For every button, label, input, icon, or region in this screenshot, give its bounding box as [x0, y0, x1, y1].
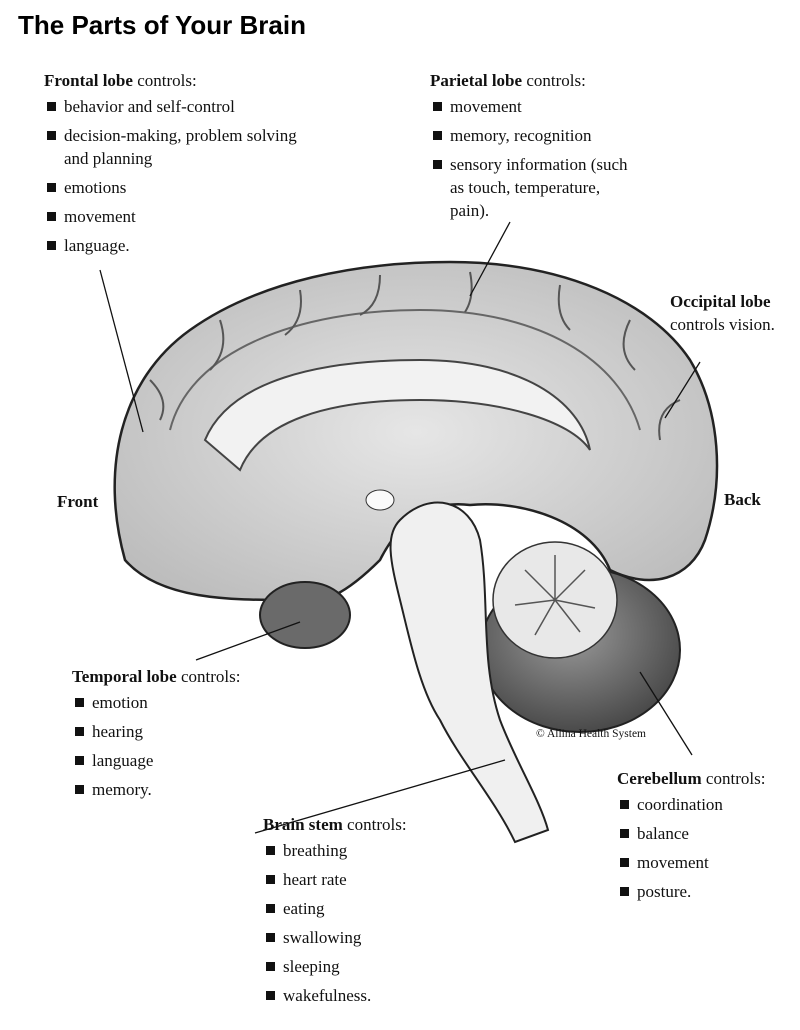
occipital-lobe-name: Occipital lobe — [670, 292, 771, 311]
bullet-icon — [47, 212, 56, 221]
list-item: coordination — [617, 793, 797, 816]
bullet-icon — [620, 887, 629, 896]
list-item: breathing — [263, 839, 463, 862]
list-item-text: decision-making, problem solving and pla… — [64, 126, 297, 168]
list-item: language — [72, 749, 292, 772]
list-item: posture. — [617, 880, 797, 903]
brain-stem-suffix: controls: — [342, 815, 407, 834]
list-item-text: memory, recognition — [450, 126, 592, 145]
cerebellum-shape — [479, 541, 681, 733]
occipital-lobe-suffix: controls vision. — [670, 315, 775, 334]
bullet-icon — [266, 991, 275, 1000]
bullet-icon — [75, 756, 84, 765]
list-item: decision-making, problem solving and pla… — [44, 124, 304, 170]
frontal-lobe-suffix: controls: — [132, 71, 197, 90]
bullet-icon — [47, 241, 56, 250]
list-item-text: language. — [64, 236, 130, 255]
frontal-lobe-name: Frontal lobe — [44, 71, 133, 90]
bullet-icon — [47, 183, 56, 192]
list-item-text: eating — [283, 899, 325, 918]
list-item: sleeping — [263, 955, 463, 978]
list-item-text: movement — [450, 97, 522, 116]
list-item-text: sleeping — [283, 957, 340, 976]
cerebellum-suffix: controls: — [701, 769, 766, 788]
list-item: behavior and self-control — [44, 95, 304, 118]
parietal-lobe-suffix: controls: — [522, 71, 586, 90]
list-item: memory. — [72, 778, 292, 801]
brain-stem-name: Brain stem — [263, 815, 343, 834]
list-item: emotions — [44, 176, 304, 199]
list-item-text: movement — [64, 207, 136, 226]
cerebellum-name: Cerebellum — [617, 769, 702, 788]
copyright-notice: © Allina Health System — [536, 728, 646, 740]
list-item: balance — [617, 822, 797, 845]
bullet-icon — [620, 800, 629, 809]
parietal-lobe-block: Parietal lobe controls: movement memory,… — [430, 66, 630, 228]
list-item: movement — [430, 95, 630, 118]
bullet-icon — [266, 904, 275, 913]
list-item-text: heart rate — [283, 870, 347, 889]
list-item-text: sensory information (such as touch, temp… — [450, 155, 628, 220]
brain-stem-shape — [389, 501, 550, 844]
frontal-lobe-block: Frontal lobe controls: behavior and self… — [44, 66, 304, 263]
list-item: language. — [44, 234, 304, 257]
bullet-icon — [266, 875, 275, 884]
list-item: heart rate — [263, 868, 463, 891]
back-label: Back — [724, 490, 761, 509]
page-title: The Parts of Your Brain — [18, 10, 306, 40]
list-item-text: movement — [637, 853, 709, 872]
bullet-icon — [433, 102, 442, 111]
bullet-icon — [75, 727, 84, 736]
front-label: Front — [57, 492, 99, 511]
bullet-icon — [433, 131, 442, 140]
leader-lines — [99, 221, 701, 834]
list-item: eating — [263, 897, 463, 920]
cerebrum-shape — [113, 260, 719, 604]
bullet-icon — [433, 160, 442, 169]
list-item-text: behavior and self-control — [64, 97, 235, 116]
list-item-text: wakefulness. — [283, 986, 372, 1005]
list-item: wakefulness. — [263, 984, 463, 1007]
bullet-icon — [75, 785, 84, 794]
temporal-lobe-name: Temporal lobe — [72, 667, 177, 686]
list-item-text: balance — [637, 824, 689, 843]
list-item-text: emotion — [92, 693, 148, 712]
list-item: movement — [617, 851, 797, 874]
list-item-text: coordination — [637, 795, 723, 814]
brain-stem-block: Brain stem controls: breathing heart rat… — [263, 810, 463, 1013]
list-item-text: swallowing — [283, 928, 362, 947]
list-item-text: memory. — [92, 780, 152, 799]
list-item: swallowing — [263, 926, 463, 949]
bullet-icon — [266, 962, 275, 971]
occipital-lobe-block: Occipital lobe controls vision. — [670, 290, 790, 336]
list-item: movement — [44, 205, 304, 228]
list-item-text: breathing — [283, 841, 348, 860]
temporal-lobe-block: Temporal lobe controls: emotion hearing … — [72, 662, 292, 807]
list-item: emotion — [72, 691, 292, 714]
temporal-lobe-shape — [259, 581, 351, 649]
list-item-text: posture. — [637, 882, 692, 901]
bullet-icon — [266, 846, 275, 855]
bullet-icon — [47, 131, 56, 140]
bullet-icon — [47, 102, 56, 111]
temporal-lobe-suffix: controls: — [176, 667, 241, 686]
list-item-text: hearing — [92, 722, 143, 741]
list-item: memory, recognition — [430, 124, 630, 147]
parietal-lobe-name: Parietal lobe — [430, 71, 523, 90]
cerebellum-block: Cerebellum controls: coordination balanc… — [617, 764, 797, 909]
bullet-icon — [620, 858, 629, 867]
bullet-icon — [620, 829, 629, 838]
list-item: sensory information (such as touch, temp… — [430, 153, 630, 222]
list-item: hearing — [72, 720, 292, 743]
list-item-text: emotions — [64, 178, 127, 197]
bullet-icon — [75, 698, 84, 707]
list-item-text: language — [92, 751, 154, 770]
bullet-icon — [266, 933, 275, 942]
